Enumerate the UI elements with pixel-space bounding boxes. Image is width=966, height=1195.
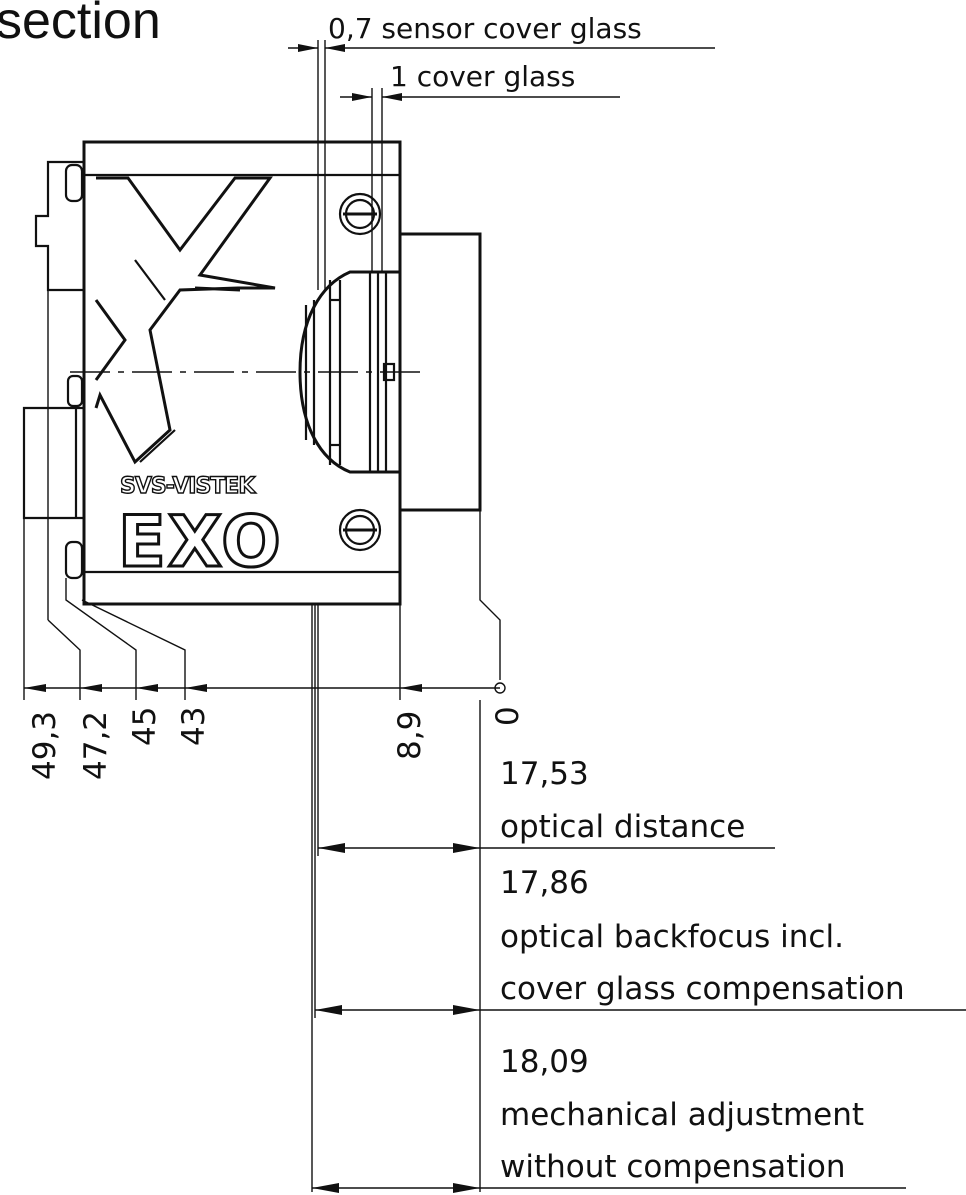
x-logo — [94, 176, 276, 465]
product-logo: EXO — [118, 501, 283, 583]
mechanical-adjustment-label-line2: without compensation — [500, 1149, 846, 1185]
drawing-title: section — [0, 0, 161, 50]
rear-connector-bottom — [22, 406, 84, 520]
mechanical-adjustment-value: 18,09 — [500, 1044, 589, 1080]
position-45: 45 — [127, 707, 163, 746]
axial-dimension-chain — [23, 290, 506, 700]
position-49-3: 49,3 — [27, 711, 63, 780]
position-47-2: 47,2 — [78, 711, 114, 780]
position-0: 0 — [490, 706, 526, 726]
mechanical-adjustment-dimension — [312, 1183, 906, 1193]
screw-top-icon — [338, 192, 382, 236]
optical-backfocus-value: 17,86 — [500, 865, 589, 901]
position-8-9: 8,9 — [392, 711, 428, 760]
rear-connector-top — [34, 160, 84, 292]
position-43: 43 — [176, 707, 212, 746]
optical-distance-label: optical distance — [500, 809, 745, 845]
optical-distance-value: 17,53 — [500, 756, 589, 792]
mechanical-adjustment-label-line1: mechanical adjustment — [500, 1097, 864, 1133]
optical-backfocus-label-line1: optical backfocus incl. — [500, 919, 844, 955]
sensor-cover-glass-label: 0,7 sensor cover glass — [328, 12, 642, 45]
manufacturer-logo: SVS-VISTEK — [120, 474, 256, 499]
optical-backfocus-dimension — [315, 1005, 966, 1015]
screw-bottom-icon — [338, 508, 382, 552]
optical-distance-dimension — [318, 843, 775, 853]
cover-glass-dimensions — [288, 40, 715, 290]
cover-glass-label: 1 cover glass — [390, 60, 575, 93]
optical-backfocus-label-line2: cover glass compensation — [500, 971, 905, 1007]
